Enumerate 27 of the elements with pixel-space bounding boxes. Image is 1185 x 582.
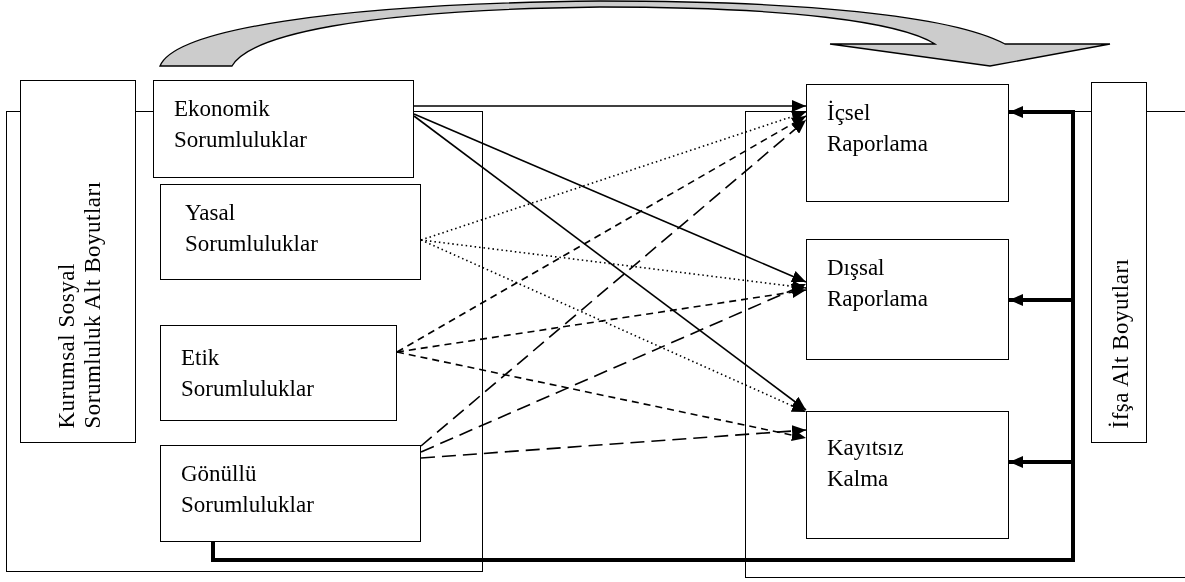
vertical-label-box xyxy=(20,80,136,443)
box-label: Etik Sorumluluklar xyxy=(181,344,315,404)
process-box xyxy=(806,239,1009,360)
arrow xyxy=(396,286,807,353)
arrow xyxy=(396,351,807,441)
box-label: Dışsal Raporlama xyxy=(827,254,929,314)
box-label: İçsel Raporlama xyxy=(827,99,929,159)
arrow xyxy=(413,113,807,283)
process-box xyxy=(160,325,397,421)
arrow xyxy=(420,283,807,453)
process-box xyxy=(153,80,414,178)
vertical-label-box xyxy=(1091,82,1147,443)
box-label: Gönüllü Sorumluluklar xyxy=(181,460,315,520)
process-box xyxy=(160,184,421,280)
process-box xyxy=(806,84,1009,202)
arrow xyxy=(420,239,807,413)
box-label: Ekonomik Sorumluluklar xyxy=(174,95,308,155)
box-label: İfşa Alt Boyutları xyxy=(1106,258,1134,428)
process-box xyxy=(160,445,421,542)
box-label: Kurumsal Sosyal Sorumluluk Alt Boyutları xyxy=(52,179,106,428)
box-label: Yasal Sorumluluklar xyxy=(185,199,319,259)
arrow xyxy=(413,100,807,112)
box-label: Kayıtsız Kalma xyxy=(827,434,905,494)
process-box xyxy=(806,411,1009,539)
arrow xyxy=(396,115,807,353)
arrow xyxy=(420,425,807,459)
arrow xyxy=(211,456,1075,562)
